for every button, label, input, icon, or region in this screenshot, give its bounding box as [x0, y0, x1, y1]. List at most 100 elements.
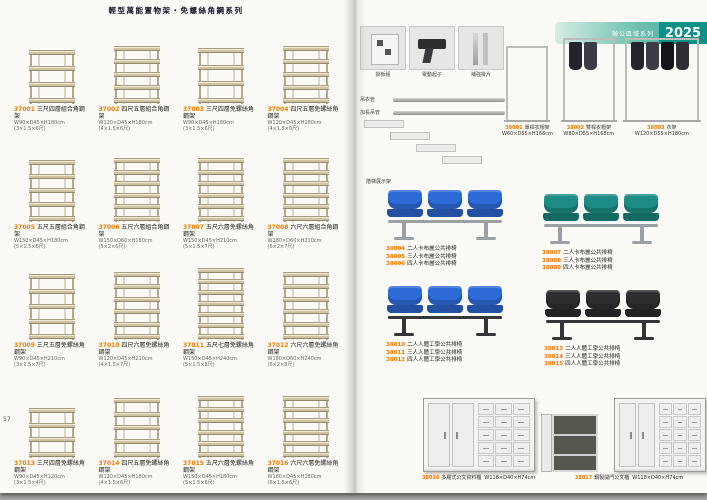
- product-code: 38007: [542, 250, 562, 256]
- three-seat-chair-graphic: [544, 290, 662, 342]
- shelf-board: [198, 301, 245, 306]
- shelf-board: [198, 216, 245, 221]
- three-seat-chair-graphic: [386, 286, 504, 338]
- page-gutter-shadow: [344, 0, 366, 493]
- chair-seat: [585, 309, 621, 317]
- accessory-label: 電動起子: [421, 72, 442, 78]
- shelf-post: [241, 48, 244, 104]
- shelf-board: [282, 418, 329, 423]
- product-code: 37005: [14, 224, 35, 231]
- shelf-post: [317, 272, 320, 340]
- cabinet-graphic: [614, 398, 706, 472]
- shelf-image: [14, 137, 91, 222]
- shelf-board: [198, 48, 245, 53]
- shelf-board: [282, 452, 329, 457]
- product-name: 三人人體工學公共排椅: [565, 353, 621, 360]
- shelf-board: [113, 181, 160, 186]
- shelf-board: [29, 202, 76, 207]
- shelf-image: [14, 373, 91, 458]
- shelf-board: [113, 297, 160, 302]
- shelf-board: [198, 98, 245, 103]
- shelf-board: [282, 193, 329, 198]
- accessory-item: 電動起子: [409, 26, 455, 78]
- shelf-post: [207, 396, 210, 458]
- three-seat-chair-graphic: [386, 190, 504, 242]
- product-code: 37013: [14, 460, 35, 467]
- rack-frame: [504, 46, 551, 122]
- product-name: 四人卡布麗公共排椅: [407, 261, 457, 267]
- shelf-board: [113, 72, 160, 77]
- shelf-post: [317, 396, 320, 458]
- strips-icon: [458, 26, 504, 70]
- shelf-board: [29, 98, 76, 103]
- product-spec: W150×D45×H180cm: [14, 238, 69, 244]
- product-code: 37016: [267, 460, 289, 467]
- chair-back: [544, 194, 578, 213]
- shelf-board: [29, 188, 76, 193]
- product-name: 六尺六層組合角鋼架: [267, 224, 339, 238]
- shelf-post: [233, 158, 236, 222]
- drawer-cell: [673, 416, 687, 428]
- product-spec: (6×2×8尺): [267, 362, 295, 368]
- pipe-item: 吊衣管: [360, 96, 505, 103]
- shelf-board: [198, 323, 245, 328]
- shelf-post: [241, 396, 244, 458]
- product-name: 多屜式公文資料櫃: [441, 475, 482, 481]
- chair-seat: [387, 305, 423, 313]
- drawer-grid: [659, 403, 701, 467]
- chair-leg: [642, 323, 646, 338]
- product-spec: (5×1.5×6尺): [183, 480, 215, 486]
- product-spec: (3×1.5×4尺): [14, 480, 46, 486]
- shelf-post: [291, 158, 294, 222]
- shelf-board: [282, 204, 329, 209]
- shelf-image: [268, 19, 345, 104]
- product-spec: W150×D60×H180cm: [98, 238, 153, 244]
- product-name: 四尺五層免螺絲角鋼架: [267, 106, 339, 120]
- shelf-post: [64, 50, 67, 104]
- cabinet-door: [427, 403, 450, 467]
- shelf-post: [317, 158, 320, 222]
- shelf-board: [29, 437, 76, 442]
- drawer-cell: [659, 442, 673, 454]
- shelf-board: [29, 319, 76, 324]
- product-code: 38006: [386, 261, 406, 267]
- shelf-board: [282, 72, 329, 77]
- shelf-post: [207, 48, 210, 104]
- shelf-board: [113, 322, 160, 327]
- shelf-board: [29, 82, 76, 87]
- product-spec: (5×1.5×8尺): [183, 362, 215, 368]
- product-code: 37010: [98, 342, 120, 349]
- shelf-board: [113, 46, 160, 51]
- product-code: 37012: [267, 342, 289, 349]
- shelf-post: [156, 272, 159, 340]
- coat-rack-graphic: [622, 38, 701, 122]
- product-name: 五尺六層組合角鋼架: [98, 224, 170, 238]
- hanging-coat: [660, 42, 674, 70]
- cabinet-door: [451, 403, 474, 467]
- product-name: 四尺六層免螺絲角鋼架: [98, 342, 170, 356]
- shelf-board: [282, 46, 329, 51]
- step-tread: [416, 144, 456, 152]
- product-name: 三尺四層組合角鋼架: [14, 106, 85, 120]
- shelf-image: [14, 255, 91, 340]
- chair-seat: [583, 213, 619, 221]
- shelf-board: [29, 452, 76, 457]
- accessory-item: 掛板組: [360, 26, 406, 78]
- drawer-cell: [687, 416, 701, 428]
- chair-seat: [467, 209, 503, 217]
- product-code: 38008: [542, 257, 562, 264]
